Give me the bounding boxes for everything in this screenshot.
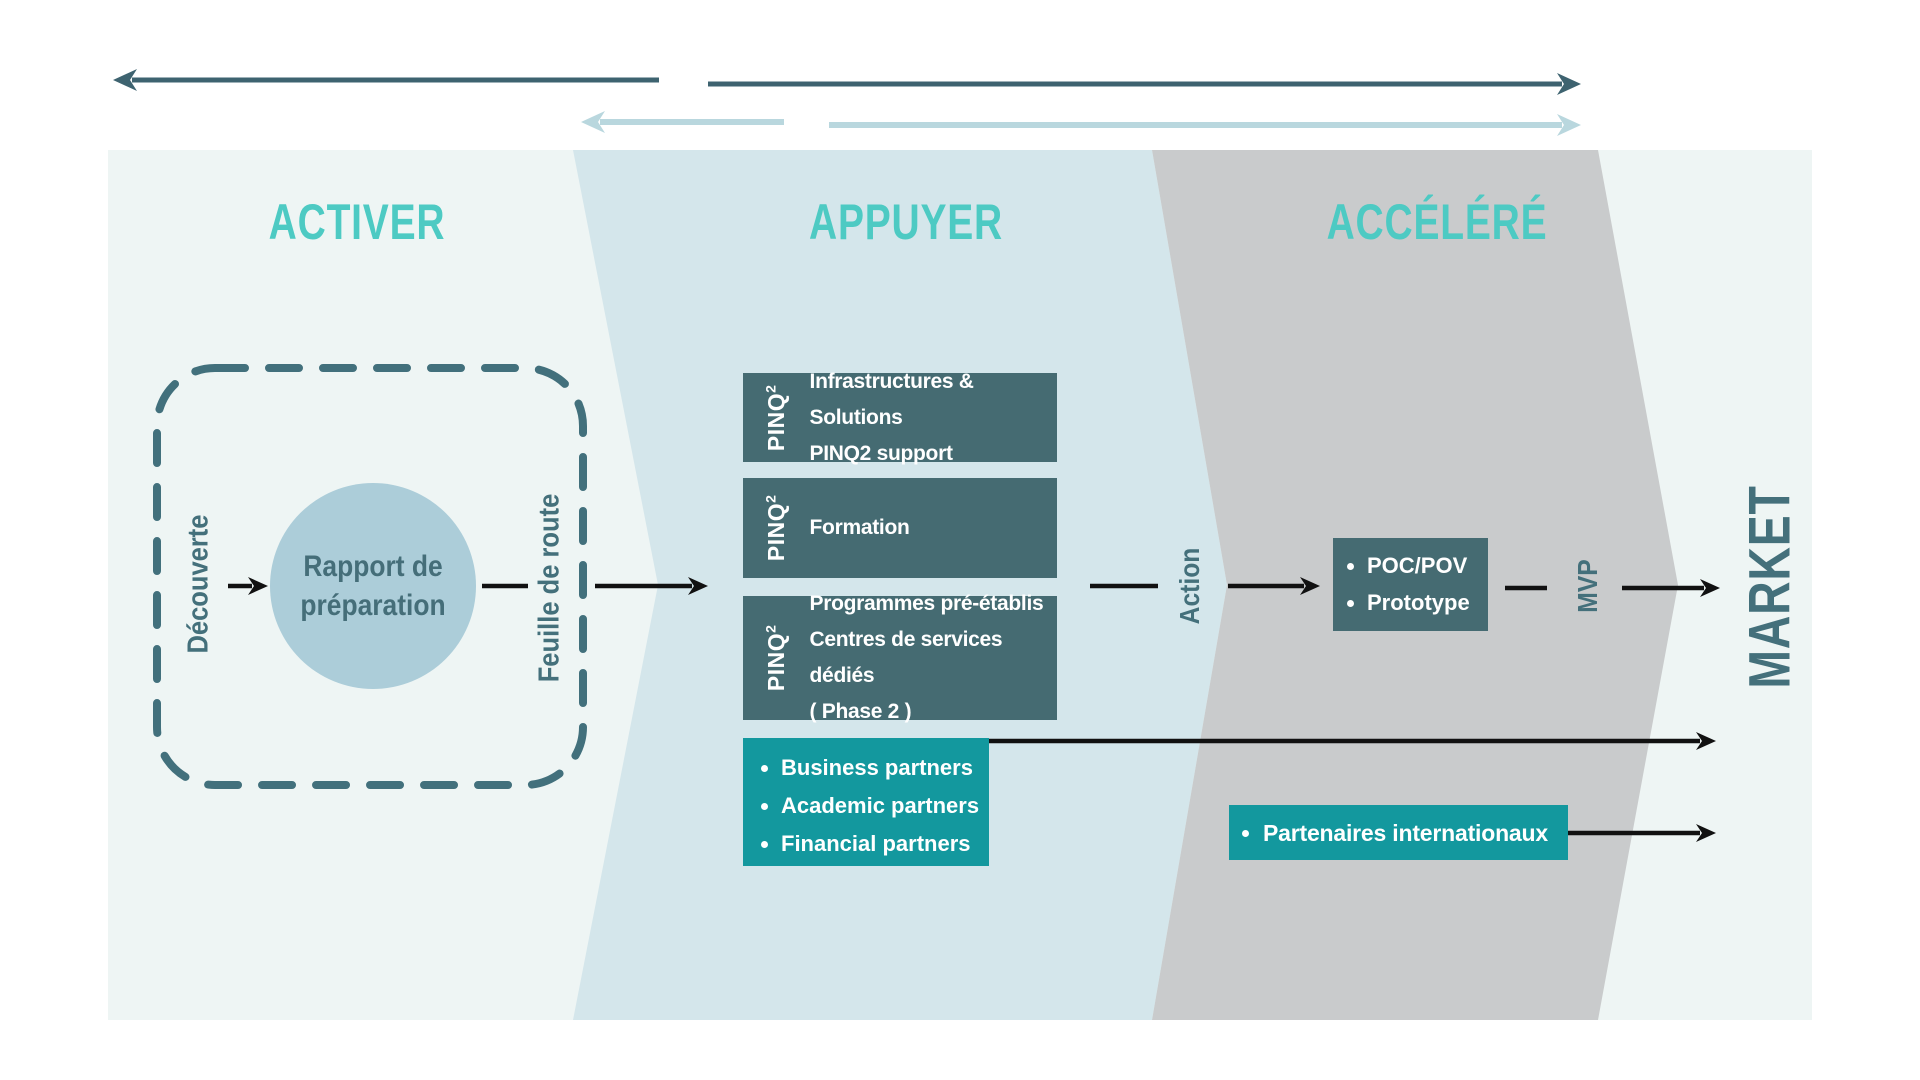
list-item: POC/POV <box>1367 547 1488 584</box>
phase-header-activer: ACTIVER <box>268 194 446 250</box>
partners-box: Business partners Academic partners Fina… <box>743 738 989 866</box>
partners-list: Business partners Academic partners Fina… <box>743 738 989 863</box>
list-item: Business partners <box>781 749 989 787</box>
pinq-logo-text: PINQ <box>763 633 790 692</box>
pinq-formation-box: PINQ2 Formation <box>743 478 1057 578</box>
list-item: Prototype <box>1367 584 1488 621</box>
international-partners-list: Partenaires internationaux <box>1229 805 1568 848</box>
list-item: Partenaires internationaux <box>1263 818 1568 848</box>
phase-header-appuyer: APPUYER <box>808 194 1004 250</box>
box-line: Formation <box>809 516 910 539</box>
box-line: Centres de services dédiés <box>809 628 1003 687</box>
box-line: ( Phase 2 ) <box>809 700 912 723</box>
rapport-line2: préparation <box>300 589 446 622</box>
box-line: Infrastructures & Solutions <box>809 369 974 429</box>
rapport-circle <box>270 483 476 689</box>
pinq-logo-sup: 2 <box>762 384 779 393</box>
pinq-infrastructures-box: PINQ2 Infrastructures & Solutions PINQ2 … <box>743 370 1057 465</box>
action-label: Action <box>1174 547 1205 625</box>
pinq-logo-sup: 2 <box>762 624 779 634</box>
poc-prototype-box: POC/POV Prototype <box>1333 538 1488 631</box>
pinq-logo-sup: 2 <box>762 494 779 504</box>
phase-appuyer-chevron <box>573 150 1227 1020</box>
phase-header-accelere: ACCÉLÉRÉ <box>1326 194 1548 250</box>
international-partners-box: Partenaires internationaux <box>1229 805 1568 860</box>
box-line: Programmes pré-établis <box>809 592 1044 615</box>
rapport-line1: Rapport de <box>303 550 443 583</box>
pinq2-logo: PINQ2 <box>743 625 810 692</box>
poc-list: POC/POV Prototype <box>1333 538 1488 621</box>
discovery-dashed-box <box>153 364 587 789</box>
rapport-circle-text: Rapport de préparation <box>300 547 445 625</box>
pinq2-logo: PINQ2 <box>743 384 810 451</box>
pinq2-logo: PINQ2 <box>743 495 810 562</box>
pinq-logo-text: PINQ <box>763 503 790 562</box>
pinq-logo-text: PINQ <box>763 392 790 451</box>
list-item: Academic partners <box>781 787 989 825</box>
list-item: Financial partners <box>781 825 989 863</box>
market-label: MARKET <box>1737 485 1803 689</box>
pinq-programmes-box: PINQ2 Programmes pré-établis Centres de … <box>743 592 1057 723</box>
box-line: PINQ2 support <box>809 441 953 465</box>
mvp-label: MVP <box>1572 559 1603 613</box>
feuille-de-route-label: Feuille de route <box>533 493 566 683</box>
decouverte-label: Découverte <box>182 514 215 654</box>
